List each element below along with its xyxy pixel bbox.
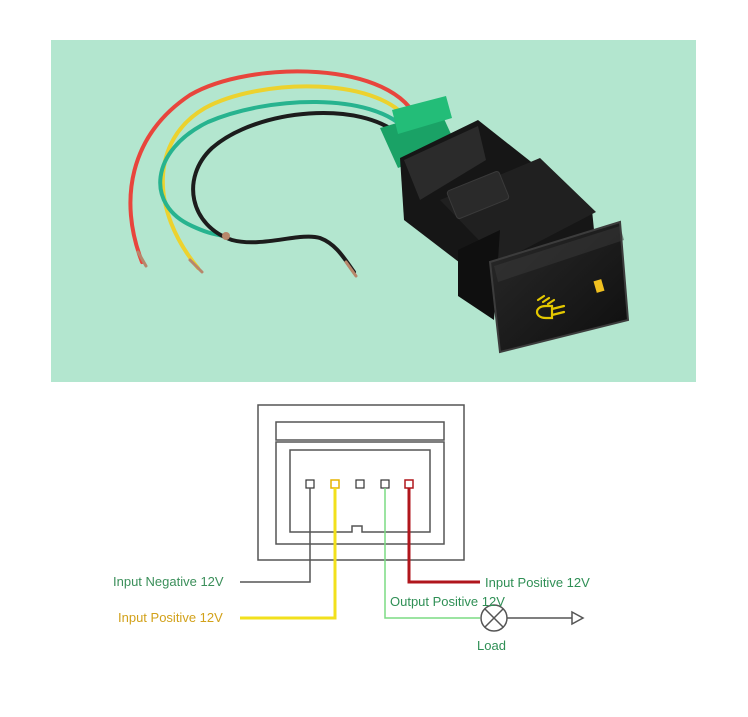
wire-harness	[128, 69, 420, 278]
indicator-led	[593, 279, 605, 293]
output-positive-label: Output Positive 12V	[390, 594, 505, 609]
black-wire-tip	[344, 260, 358, 278]
connector-pins	[305, 479, 414, 489]
pin-4	[380, 479, 390, 489]
input-negative-label: Input Negative 12V	[113, 574, 224, 589]
yellow-wire-tip	[188, 258, 204, 274]
product-photo	[51, 40, 696, 382]
wiring-diagram	[240, 404, 585, 632]
photo-background	[51, 40, 696, 382]
red-wire	[128, 69, 420, 264]
input-positive-right-label: Input Positive 12V	[485, 575, 590, 590]
connector-top-bar	[275, 421, 445, 441]
fog-light-icon	[535, 294, 566, 320]
pin-1	[305, 479, 315, 489]
green-connector	[380, 96, 456, 168]
input-positive-left-label: Input Positive 12V	[118, 610, 223, 625]
pin-2	[330, 479, 340, 489]
output-wire	[384, 488, 480, 619]
arrow-icon	[571, 610, 585, 626]
body-label-recess	[446, 171, 510, 219]
black-wire	[191, 111, 402, 274]
pin-3	[355, 479, 365, 489]
green-wire-splice	[222, 232, 230, 240]
connector-outline	[257, 404, 465, 561]
red-wire-tip	[136, 250, 148, 268]
negative-wire	[240, 488, 311, 583]
connector-inner-frame	[275, 441, 445, 545]
switch-body	[400, 120, 630, 354]
positive-right-wire	[407, 488, 480, 584]
pin-5	[404, 479, 414, 489]
green-wire	[158, 100, 408, 238]
load-label: Load	[477, 638, 506, 653]
yellow-wire	[160, 84, 414, 270]
positive-left-wire	[240, 488, 337, 620]
